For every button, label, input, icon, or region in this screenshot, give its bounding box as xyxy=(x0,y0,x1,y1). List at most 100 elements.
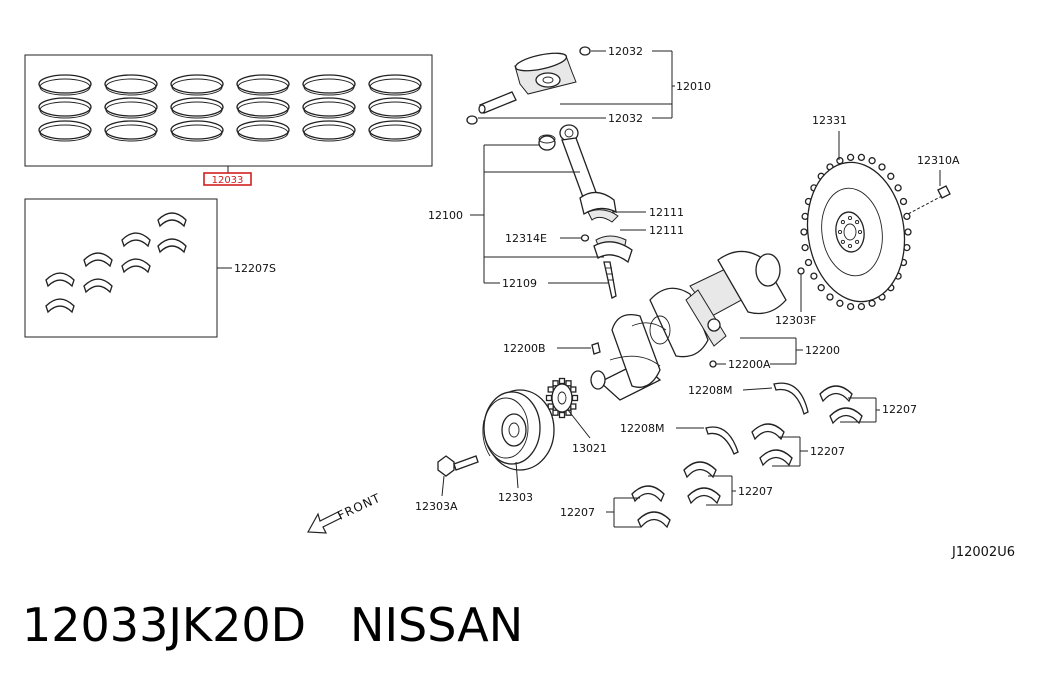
pulley-bolt: 12303A xyxy=(415,455,479,513)
flywheel-tooth xyxy=(868,299,876,307)
piston-ring-edge xyxy=(237,101,289,119)
sprocket-tooth xyxy=(547,386,554,393)
flywheel: 12331 12310A 12303F xyxy=(775,114,960,327)
crank-pulley: 12303 xyxy=(482,389,555,504)
sprocket-tooth xyxy=(552,380,559,387)
flywheel-hole xyxy=(855,220,860,225)
main-bearing-shell xyxy=(687,487,721,505)
callout-connecting-rod[interactable]: 12100 xyxy=(428,209,463,222)
flywheel-hole xyxy=(837,229,843,235)
flywheel-tooth xyxy=(810,272,818,280)
sprocket-tooth xyxy=(570,386,577,393)
flywheel-tooth xyxy=(894,184,902,192)
callout-crankshaft-pilot[interactable]: 12200A xyxy=(728,358,771,371)
flywheel-tooth xyxy=(804,258,813,267)
flywheel-hole xyxy=(847,215,853,221)
piston-ring xyxy=(38,120,92,140)
callout-rod-bearing-upper[interactable]: 12111 xyxy=(649,206,684,219)
callout-crank-plug[interactable]: 12303F xyxy=(775,314,816,327)
callout-crank-pulley[interactable]: 12303 xyxy=(498,491,533,504)
flywheel-tooth xyxy=(836,157,844,165)
piston-ring xyxy=(236,97,290,117)
piston-ring-edge xyxy=(39,124,91,142)
callout-main-bearing-4[interactable]: 12207 xyxy=(560,506,595,519)
main-bearing-shell xyxy=(631,485,665,503)
callout-crankshaft-key[interactable]: 12200B xyxy=(503,342,546,355)
piston-ring xyxy=(38,97,92,117)
flywheel-tooth xyxy=(904,228,912,236)
callout-thrust-washer-upper[interactable]: 12208M xyxy=(688,384,732,397)
flywheel-hole xyxy=(855,239,860,244)
main-bearing-shell xyxy=(751,423,785,441)
flywheel-tooth xyxy=(826,293,834,301)
callout-main-bearing-3[interactable]: 12207 xyxy=(738,485,773,498)
piston-ring-edge xyxy=(39,78,91,96)
callout-pulley-bolt[interactable]: 12303A xyxy=(415,500,458,513)
flywheel-tooth xyxy=(846,302,855,311)
flywheel-tooth xyxy=(857,302,866,311)
flywheel-tooth xyxy=(846,153,855,162)
flywheel-tooth xyxy=(857,153,866,162)
highlight-box xyxy=(203,172,252,186)
front-direction-arrow: FRONT xyxy=(307,491,383,534)
piston-ring-edge xyxy=(105,124,157,142)
piston-ring-edge xyxy=(369,78,421,96)
diagram-code: J12002U6 xyxy=(951,545,1015,560)
piston-ring xyxy=(104,120,158,140)
piston-ring-edge xyxy=(303,78,355,96)
piston-ring xyxy=(170,97,224,117)
piston-ring xyxy=(236,74,290,94)
callout-main-bearing-2[interactable]: 12207 xyxy=(810,445,845,458)
piston-ring-edge xyxy=(303,124,355,142)
main-bearing-shell xyxy=(829,407,863,425)
flywheel-tooth xyxy=(836,299,844,307)
callout-crank-sprocket[interactable]: 13021 xyxy=(572,442,607,455)
bearing-shell xyxy=(83,278,113,294)
flywheel-tooth xyxy=(903,212,911,221)
callout-thrust-washer-lower[interactable]: 12208M xyxy=(620,422,664,435)
piston-ring xyxy=(368,120,422,140)
piston-ring-edge xyxy=(369,124,421,142)
callout-flywheel[interactable]: 12331 xyxy=(812,114,847,127)
connecting-rod: 12100 12111 12111 12314E 12109 xyxy=(428,124,684,299)
piston-ring-edge xyxy=(303,101,355,119)
callout-main-bearing-set[interactable]: 12207S xyxy=(234,262,276,275)
caption-brand: NISSAN xyxy=(350,598,524,652)
piston-ring xyxy=(302,97,356,117)
piston-ring xyxy=(38,74,92,94)
main-bearing-shell xyxy=(637,511,671,529)
callout-crankshaft[interactable]: 12200 xyxy=(805,344,840,357)
flywheel-hole xyxy=(857,229,863,235)
sprocket-tooth xyxy=(571,394,579,402)
piston-ring-set: 12033 xyxy=(24,54,433,186)
flywheel-hole xyxy=(847,243,853,249)
flywheel-tooth xyxy=(868,157,876,165)
crank-sprocket: 13021 xyxy=(545,377,607,455)
piston-ring xyxy=(368,74,422,94)
main-bearing-shell xyxy=(759,449,793,467)
flywheel-tooth xyxy=(817,284,825,292)
flywheel-tooth xyxy=(899,197,908,206)
callout-main-bearing-1[interactable]: 12207 xyxy=(882,403,917,416)
flywheel-hole xyxy=(840,220,845,225)
callout-flywheel-bolt[interactable]: 12310A xyxy=(917,154,960,167)
callout-pin-snap-ring-top[interactable]: 12032 xyxy=(608,45,643,58)
piston-assembly: 12032 12010 12032 xyxy=(466,45,711,125)
callout-rod-bearing-lower[interactable]: 12111 xyxy=(649,224,684,237)
piston-ring xyxy=(302,120,356,140)
piston-ring-edge xyxy=(171,124,223,142)
bearing-shell xyxy=(121,258,151,274)
callout-pin-snap-ring-bottom[interactable]: 12032 xyxy=(608,112,643,125)
sprocket-tooth xyxy=(545,394,553,402)
callout-piston-assembly[interactable]: 12010 xyxy=(676,80,711,93)
front-label: FRONT xyxy=(335,491,383,523)
flywheel-tooth xyxy=(878,163,886,171)
sprocket-tooth xyxy=(565,380,572,387)
callout-rod-bolt[interactable]: 12109 xyxy=(502,277,537,290)
bearing-shell xyxy=(83,252,113,268)
bearing-shell xyxy=(45,272,75,288)
flywheel-tooth xyxy=(800,228,808,236)
flywheel-tooth xyxy=(887,172,895,180)
highlighted-part-label[interactable]: 12033 xyxy=(212,175,244,186)
callout-rod-nut[interactable]: 12314E xyxy=(505,232,547,245)
